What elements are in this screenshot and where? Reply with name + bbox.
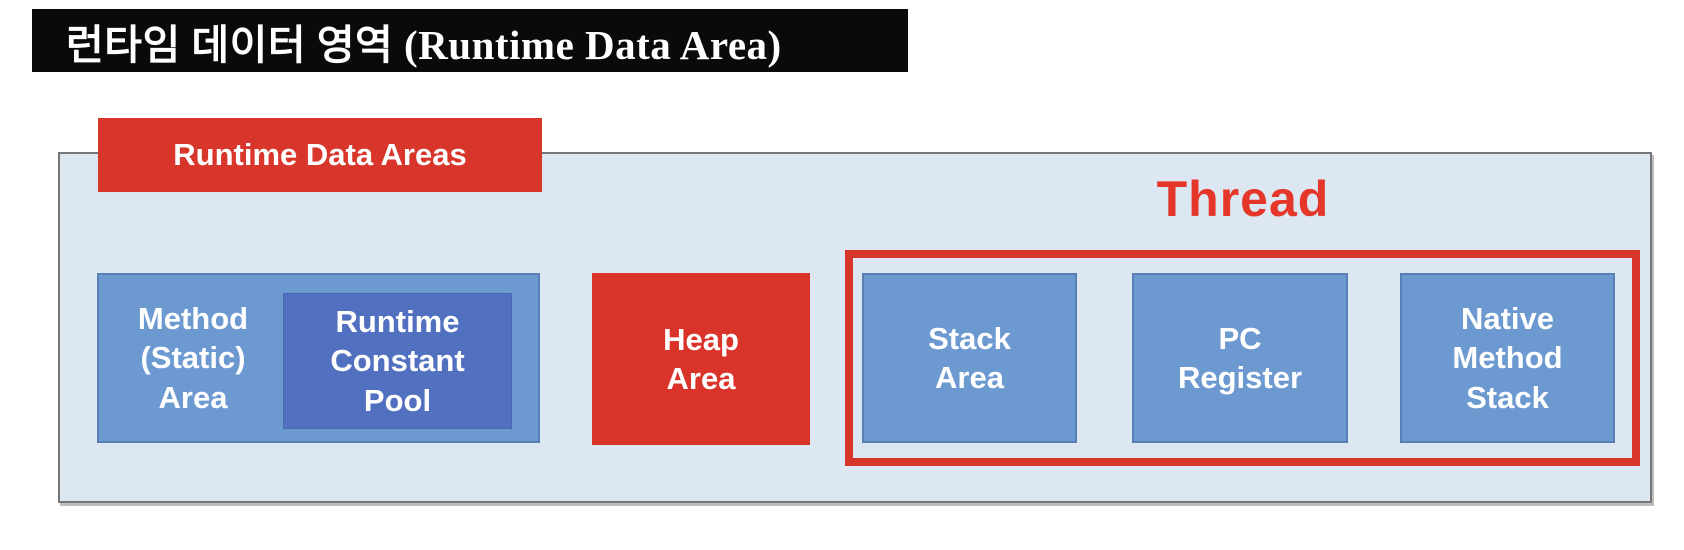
method-static-area-box: Method (Static) Area Runtime Constant Po…	[97, 273, 540, 443]
thread-label: Thread	[1156, 171, 1330, 227]
heap-area-box: Heap Area	[592, 273, 810, 445]
page-title-text: 런타임 데이터 영역 (Runtime Data Area)	[66, 21, 782, 68]
method-static-area-label: Method (Static) Area	[137, 301, 249, 415]
pc-register-box: PC Register	[1132, 273, 1348, 443]
thread-group-outline	[845, 250, 1640, 466]
runtime-constant-pool-box: Runtime Constant Pool	[283, 293, 512, 429]
runtime-data-areas-label-text: Runtime Data Areas	[173, 137, 467, 172]
stack-area-box: Stack Area	[862, 273, 1077, 443]
native-method-stack-box: Native Method Stack	[1400, 273, 1615, 443]
page-title: 런타임 데이터 영역 (Runtime Data Area)	[32, 9, 908, 72]
runtime-data-areas-label: Runtime Data Areas	[98, 118, 542, 192]
